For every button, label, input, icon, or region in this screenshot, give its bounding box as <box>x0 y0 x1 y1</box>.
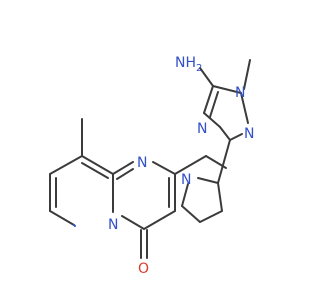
bond <box>229 133 243 141</box>
bond <box>203 112 221 128</box>
bond <box>209 91 219 118</box>
bond <box>81 162 109 179</box>
amino-nh2-label: NH2 <box>175 55 202 74</box>
bond <box>121 215 145 230</box>
bond <box>152 161 176 175</box>
bond <box>199 210 223 223</box>
bond <box>217 182 223 212</box>
triazole-n2-label: N <box>244 126 254 142</box>
bond <box>49 155 83 175</box>
bond <box>212 85 242 94</box>
triazole-ring <box>199 59 251 184</box>
triazole-n4-label: N <box>197 121 207 137</box>
carbonyl-o-label: O <box>138 261 149 277</box>
bond <box>203 85 214 114</box>
amino-bond <box>199 67 214 87</box>
pyrimidine-n-label: N <box>137 155 147 171</box>
bond <box>240 92 249 124</box>
bond <box>143 210 176 230</box>
pyrrolidine-n-label: N <box>181 172 191 188</box>
n-methyl-label: N <box>235 85 245 101</box>
atom-labels: NH2 N N N N N N O <box>108 55 254 277</box>
bond <box>181 205 201 223</box>
bond <box>181 183 189 207</box>
bond <box>81 155 114 175</box>
n-methyl-bond <box>243 59 251 90</box>
bond <box>49 210 75 226</box>
bond <box>112 161 134 175</box>
bond <box>116 168 134 180</box>
bond <box>73 224 76 227</box>
bond <box>219 126 231 141</box>
molecular-structure-diagram: NH2 N N N N N N O <box>49 55 254 277</box>
pyrrolidine-ring <box>181 177 223 223</box>
bond <box>197 177 219 184</box>
bridgehead-n-label: N <box>108 217 118 233</box>
bond <box>217 139 231 184</box>
linker-bond <box>174 155 207 175</box>
pyridopyrimidinone-core <box>49 118 227 259</box>
